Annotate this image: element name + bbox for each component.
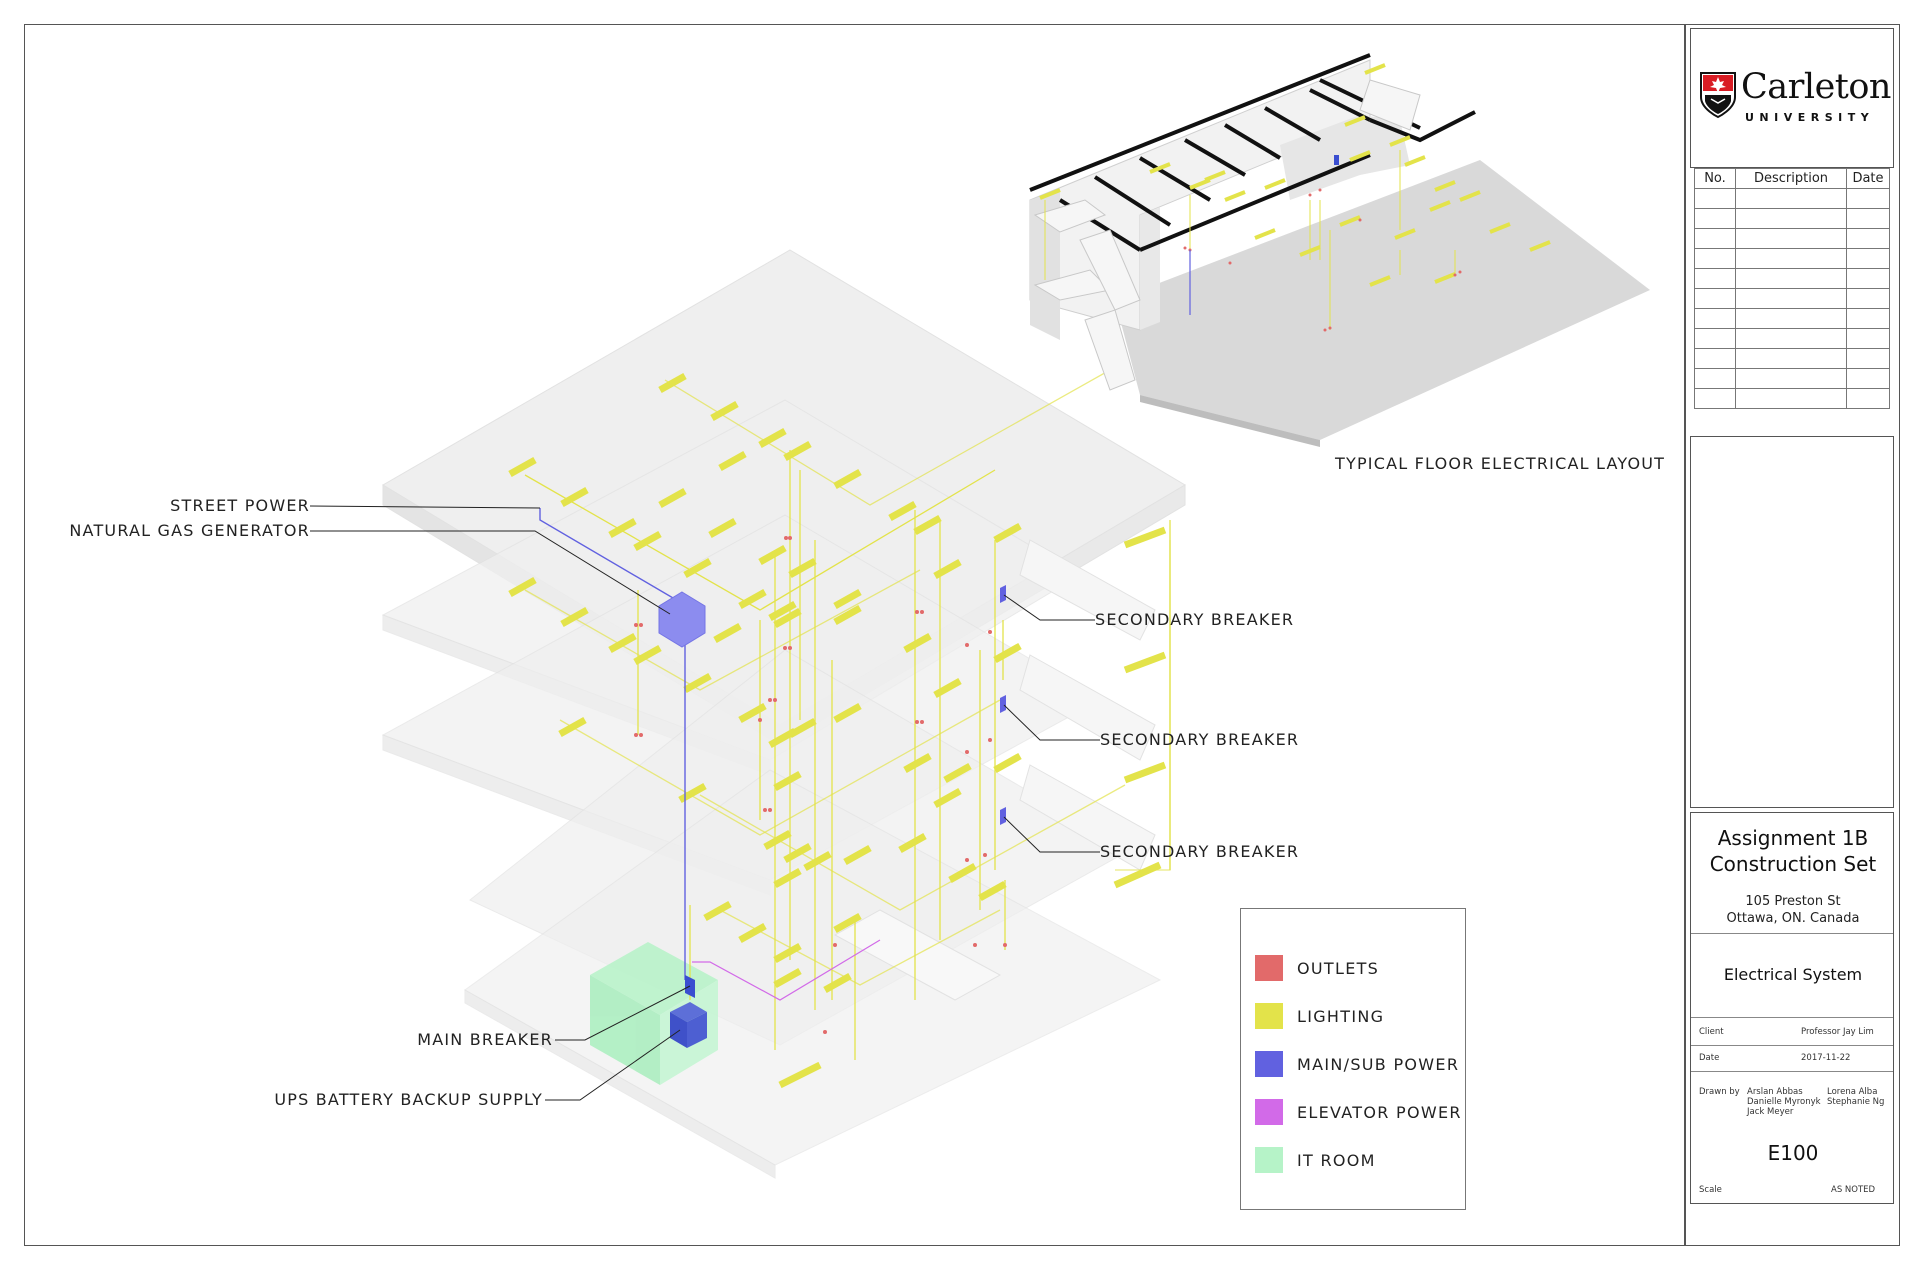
floor-light-drops [1044, 150, 1456, 330]
client-value: Professor Jay Lim [1801, 1027, 1874, 1037]
legend-item-main-sub-power: MAIN/SUB POWER [1255, 1051, 1459, 1077]
date-label: Date [1699, 1053, 1720, 1063]
divider [1691, 1045, 1893, 1046]
outlets [634, 536, 1007, 1034]
revision-row [1694, 228, 1890, 249]
notes-box [1690, 436, 1894, 808]
carleton-crest-icon [1700, 72, 1736, 119]
project-address-line-2: Ottawa, ON. Canada [1726, 911, 1860, 926]
legend-swatch-main-power [1255, 1051, 1283, 1077]
drawn-by-label: Drawn by [1699, 1087, 1740, 1097]
legend-label: LIGHTING [1297, 1006, 1385, 1026]
client-label: Client [1699, 1027, 1724, 1037]
legend-label: MAIN/SUB POWER [1297, 1054, 1460, 1074]
sheet-border [24, 24, 1900, 1246]
street-power-label: STREET POWER [170, 496, 310, 515]
drawn-by-name: Stephanie Ng [1827, 1097, 1885, 1107]
legend-label: OUTLETS [1297, 958, 1380, 978]
ups-battery [670, 1002, 707, 1048]
system-name: Electrical System [1723, 965, 1863, 984]
secondary-breaker-label-1: SECONDARY BREAKER [1095, 610, 1295, 629]
revision-header-no: No. [1694, 168, 1736, 189]
revision-row [1694, 208, 1890, 229]
revision-row [1694, 348, 1890, 369]
legend-label: ELEVATOR POWER [1297, 1102, 1462, 1122]
divider [1691, 1071, 1893, 1072]
legend: OUTLETS LIGHTING MAIN/SUB POWER ELEVATOR… [1240, 908, 1466, 1210]
secondary-breakers [1000, 585, 1006, 825]
scale-label: Scale [1699, 1185, 1722, 1195]
floor-breaker [1334, 155, 1339, 165]
drawn-by-name: Jack Meyer [1747, 1107, 1794, 1117]
revision-row [1694, 308, 1890, 329]
typical-floor-perspective [1029, 53, 1650, 447]
drawn-by-names-1: Arslan Abbas Danielle Myronyk Jack Meyer [1747, 1087, 1821, 1117]
floor-plate-edge [1140, 395, 1320, 447]
project-info-box: Assignment 1B Construction Set 105 Prest… [1690, 812, 1894, 1204]
drawn-by-name: Danielle Myronyk [1747, 1097, 1821, 1107]
revision-row [1694, 368, 1890, 389]
it-room [590, 942, 718, 1085]
legend-item-lighting: LIGHTING [1255, 1003, 1384, 1029]
divider [1691, 933, 1893, 934]
legend-item-elevator-power: ELEVATOR POWER [1255, 1099, 1462, 1125]
project-address-line-1: 105 Preston St [1745, 894, 1841, 909]
legend-swatch-lighting [1255, 1003, 1283, 1029]
revision-header-description: Description [1735, 168, 1847, 189]
revision-row [1694, 328, 1890, 349]
project-title-line-2: Construction Set [1709, 852, 1877, 876]
natural-gas-generator [658, 591, 706, 648]
divider [1691, 1017, 1893, 1018]
logo-box: Carleton UNIVERSITY [1690, 28, 1894, 168]
legend-item-outlets: OUTLETS [1255, 955, 1379, 981]
main-power-lines [539, 508, 686, 980]
elevator-power [692, 939, 881, 1001]
drawn-by-name: Lorena Alba [1827, 1087, 1878, 1097]
ground-slab-side [464, 989, 776, 1179]
revision-row [1694, 268, 1890, 289]
roof-beams [1029, 53, 1476, 252]
revision-row [1694, 188, 1890, 209]
floor-caption: TYPICAL FLOOR ELECTRICAL LAYOUT [1335, 454, 1666, 473]
logo-subtitle: UNIVERSITY [1745, 111, 1875, 124]
drawn-by-names-2: Lorena Alba Stephanie Ng [1827, 1087, 1884, 1107]
balcony-2 [1019, 654, 1156, 761]
scale-value: AS NOTED [1831, 1185, 1876, 1195]
legend-item-it-room: IT ROOM [1255, 1147, 1376, 1173]
date-value: 2017-11-22 [1801, 1053, 1851, 1063]
stairs [1033, 79, 1421, 391]
column-wall-1 [1140, 207, 1160, 330]
revision-row [1694, 248, 1890, 269]
stair-cut [833, 909, 1002, 1001]
project-title-line-1: Assignment 1B [1717, 826, 1869, 850]
legend-label: IT ROOM [1297, 1150, 1376, 1170]
revision-header-row: No. Description Date [1694, 168, 1890, 189]
legend-swatch-elevator [1255, 1099, 1283, 1125]
sheet-number: E100 [1767, 1141, 1819, 1165]
revision-row [1694, 288, 1890, 309]
revision-row [1694, 388, 1890, 409]
floor-plate [1115, 160, 1650, 440]
secondary-breaker-label-2: SECONDARY BREAKER [1100, 730, 1300, 749]
callout-leaders [309, 505, 1100, 1101]
lighting-fixtures [508, 372, 1167, 1089]
legend-swatch-it-room [1255, 1147, 1283, 1173]
ups-battery-label: UPS BATTERY BACKUP SUPPLY [274, 1090, 543, 1109]
natural-gas-generator-label: NATURAL GAS GENERATOR [69, 521, 310, 540]
secondary-breaker-label-3: SECONDARY BREAKER [1100, 842, 1300, 861]
revision-table: No. Description Date [1694, 168, 1890, 409]
title-block-divider [1684, 24, 1686, 1246]
legend-swatch-outlets [1255, 955, 1283, 981]
floor-lights [1039, 63, 1551, 287]
revision-header-date: Date [1846, 168, 1890, 189]
drawn-by-name: Arslan Abbas [1747, 1087, 1803, 1097]
balcony-1 [1019, 539, 1156, 641]
logo-wordmark: Carleton [1741, 67, 1891, 107]
main-breaker-label: MAIN BREAKER [417, 1030, 553, 1049]
